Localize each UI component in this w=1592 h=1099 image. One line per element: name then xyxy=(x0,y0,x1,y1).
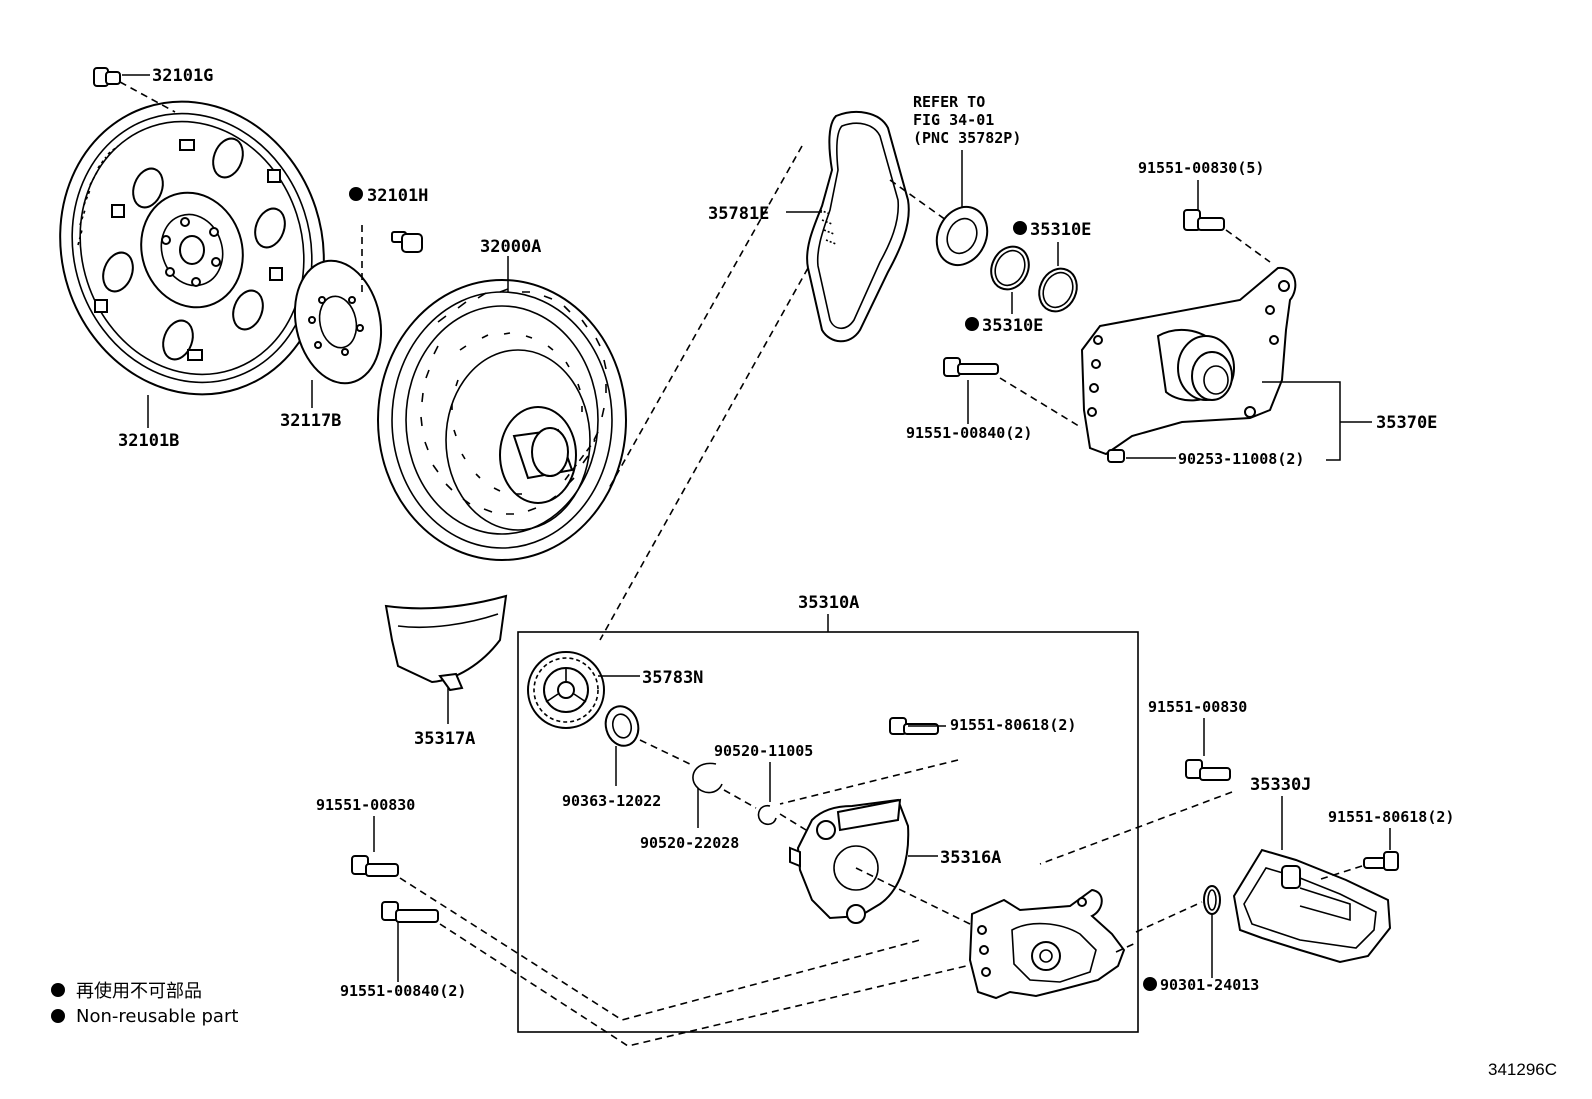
plate-assy-35370e xyxy=(1080,266,1297,456)
label-91551-80618-2-a: 91551-80618(2) xyxy=(950,716,1076,734)
pin-90253-11008-2 xyxy=(1107,449,1125,463)
seal-ring-35310e-a xyxy=(990,245,1030,291)
legend-dot-en xyxy=(51,1009,65,1023)
non-reusable-dot xyxy=(349,187,363,201)
oil-pump-body xyxy=(968,888,1126,1000)
label-35781e: 35781E xyxy=(708,204,769,224)
label-91551-00830-right: 91551-00830 xyxy=(1148,698,1247,716)
refer-note-line-2: FIG 34-01 xyxy=(913,111,994,129)
assembly-box-35310a xyxy=(517,631,1139,1033)
bearing-90363-12022 xyxy=(604,705,640,747)
refer-note-line-3: (PNC 35782P) xyxy=(913,129,1021,147)
label-91551-00830-left: 91551-00830 xyxy=(316,796,415,814)
legend-text-jp: 再使用不可部品 xyxy=(76,981,202,1002)
seal-ring-35310e-b xyxy=(1038,267,1078,313)
plate-32117b xyxy=(293,259,383,385)
legend-dot-jp xyxy=(51,983,65,997)
legend-text-en: Non-reusable part xyxy=(76,1006,238,1027)
bolt-91551-00840-2-lower xyxy=(381,901,439,923)
sprocket-35782p xyxy=(935,205,989,267)
label-35330j: 35330J xyxy=(1250,775,1311,795)
label-90363-12022: 90363-12022 xyxy=(562,792,661,810)
bolt-91551-00830-5 xyxy=(1183,209,1225,231)
non-reusable-dot xyxy=(1013,221,1027,235)
bolt-91551-00830-left xyxy=(351,855,399,877)
label-35317a: 35317A xyxy=(414,729,475,749)
label-90520-22028: 90520-22028 xyxy=(640,834,739,852)
strainer-35330j xyxy=(1232,848,1392,964)
bolt-32101g xyxy=(93,67,121,87)
label-35310e-lower: 35310E xyxy=(982,316,1043,336)
sprocket-35783n xyxy=(527,651,605,729)
label-35310a: 35310A xyxy=(798,593,859,613)
snap-ring-90520-11005 xyxy=(757,804,777,826)
label-91551-00840-2-lower: 91551-00840(2) xyxy=(340,982,466,1000)
refer-note-line-1: REFER TO xyxy=(913,93,985,111)
bolt-91551-80618-2-b xyxy=(1363,851,1399,871)
label-90520-11005: 90520-11005 xyxy=(714,742,813,760)
label-32101b: 32101B xyxy=(118,431,179,451)
label-32101h: 32101H xyxy=(367,186,428,206)
bolt-32101h xyxy=(391,231,423,253)
label-32117b: 32117B xyxy=(280,411,341,431)
label-90253-11008-2: 90253-11008(2) xyxy=(1178,450,1304,468)
label-32101g: 32101G xyxy=(152,66,213,86)
figure-number: 341296C xyxy=(1488,1060,1557,1079)
non-reusable-dot xyxy=(965,317,979,331)
bolt-91551-00840-2-upper xyxy=(943,357,999,377)
non-reusable-dot xyxy=(1143,977,1157,991)
o-ring-90301-24013 xyxy=(1203,885,1221,915)
label-91551-00840-2-upper: 91551-00840(2) xyxy=(906,424,1032,442)
label-35310e-upper: 35310E xyxy=(1030,220,1091,240)
bolt-91551-00830-right xyxy=(1185,759,1231,781)
label-35783n: 35783N xyxy=(642,668,703,688)
label-35316a: 35316A xyxy=(940,848,1001,868)
label-35370e: 35370E xyxy=(1376,413,1437,433)
label-90301-24013: 90301-24013 xyxy=(1160,976,1259,994)
cover-35317a xyxy=(384,594,508,692)
chain-35781e xyxy=(806,111,910,343)
label-91551-00830-5: 91551-00830(5) xyxy=(1138,159,1264,177)
cover-35316a xyxy=(789,798,910,924)
drive-plate-32101b xyxy=(59,100,325,396)
label-91551-80618-2-b: 91551-80618(2) xyxy=(1328,808,1454,826)
torque-converter-32000a xyxy=(377,279,627,561)
snap-ring-90520-22028 xyxy=(692,762,723,794)
label-32000a: 32000A xyxy=(480,237,541,257)
